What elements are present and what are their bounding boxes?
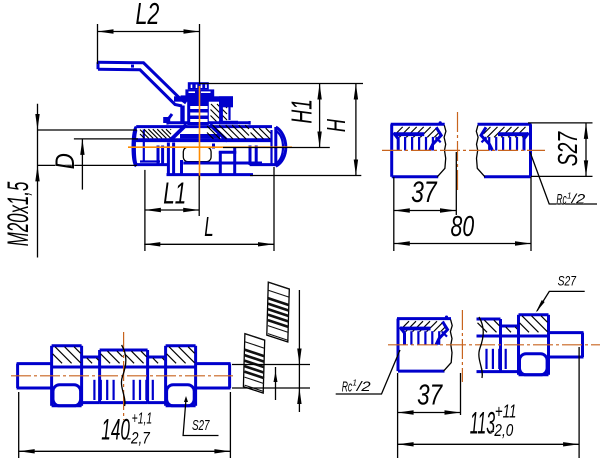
svg-text:+1,1: +1,1 <box>132 411 152 428</box>
svg-text:M20x1,5: M20x1,5 <box>2 181 35 246</box>
svg-text:-2,0: -2,0 <box>490 420 514 440</box>
svg-text:37: 37 <box>411 176 438 209</box>
svg-text:/2: /2 <box>570 191 585 207</box>
svg-text:L2: L2 <box>135 0 159 31</box>
svg-text:L1: L1 <box>163 177 186 210</box>
svg-text:37: 37 <box>417 380 443 412</box>
svg-text:1: 1 <box>567 190 572 200</box>
svg-text:1: 1 <box>352 377 357 387</box>
svg-text:L: L <box>204 211 213 242</box>
svg-text:S27: S27 <box>558 273 577 289</box>
svg-text:/2: /2 <box>356 378 371 394</box>
svg-text:113: 113 <box>470 406 496 441</box>
svg-text:Rc: Rc <box>342 379 353 395</box>
svg-text:D: D <box>50 153 80 169</box>
svg-text:H: H <box>323 119 351 132</box>
svg-text:H1: H1 <box>287 99 319 124</box>
svg-text:Rc: Rc <box>556 192 567 208</box>
svg-text:140: 140 <box>101 414 130 447</box>
svg-text:+11: +11 <box>495 400 516 421</box>
svg-text:-2,7: -2,7 <box>127 429 151 448</box>
svg-text:S27: S27 <box>192 418 210 434</box>
svg-text:80: 80 <box>451 210 475 242</box>
svg-text:S27: S27 <box>552 131 583 166</box>
